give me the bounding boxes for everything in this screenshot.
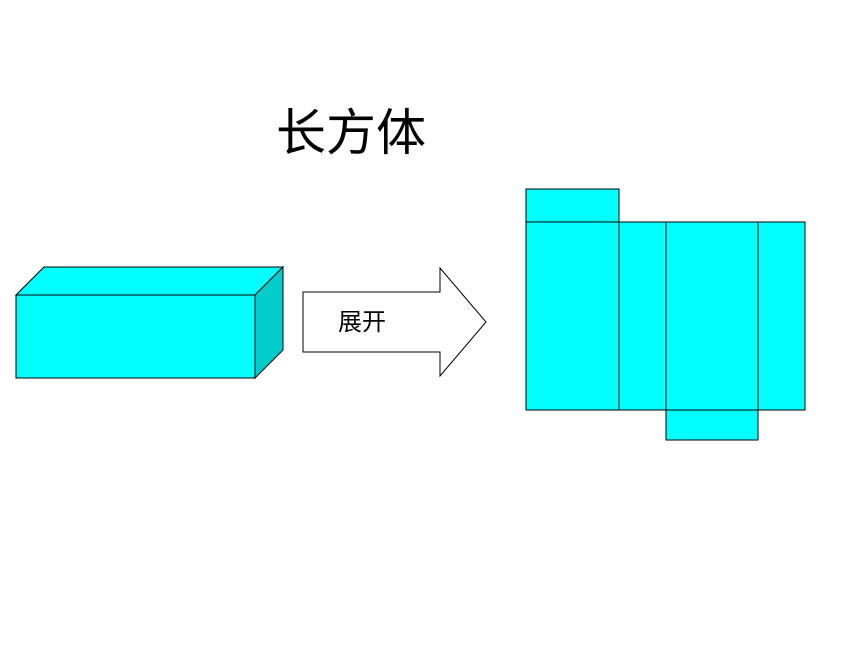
cuboid-front-face <box>15 294 256 379</box>
cuboid-3d <box>14 265 285 380</box>
net-face-side-right <box>757 221 806 411</box>
net-face-top-flap <box>525 188 620 223</box>
arrow-label: 展开 <box>338 308 386 336</box>
cuboid-top-face <box>14 266 285 296</box>
net-face-side-left <box>618 221 667 411</box>
net-face-back <box>665 221 759 411</box>
cuboid-net <box>525 188 806 441</box>
unfold-arrow <box>302 266 487 378</box>
net-face-front <box>525 221 620 411</box>
page-title: 长方体 <box>276 104 426 162</box>
net-face-bottom-flap <box>665 409 759 441</box>
